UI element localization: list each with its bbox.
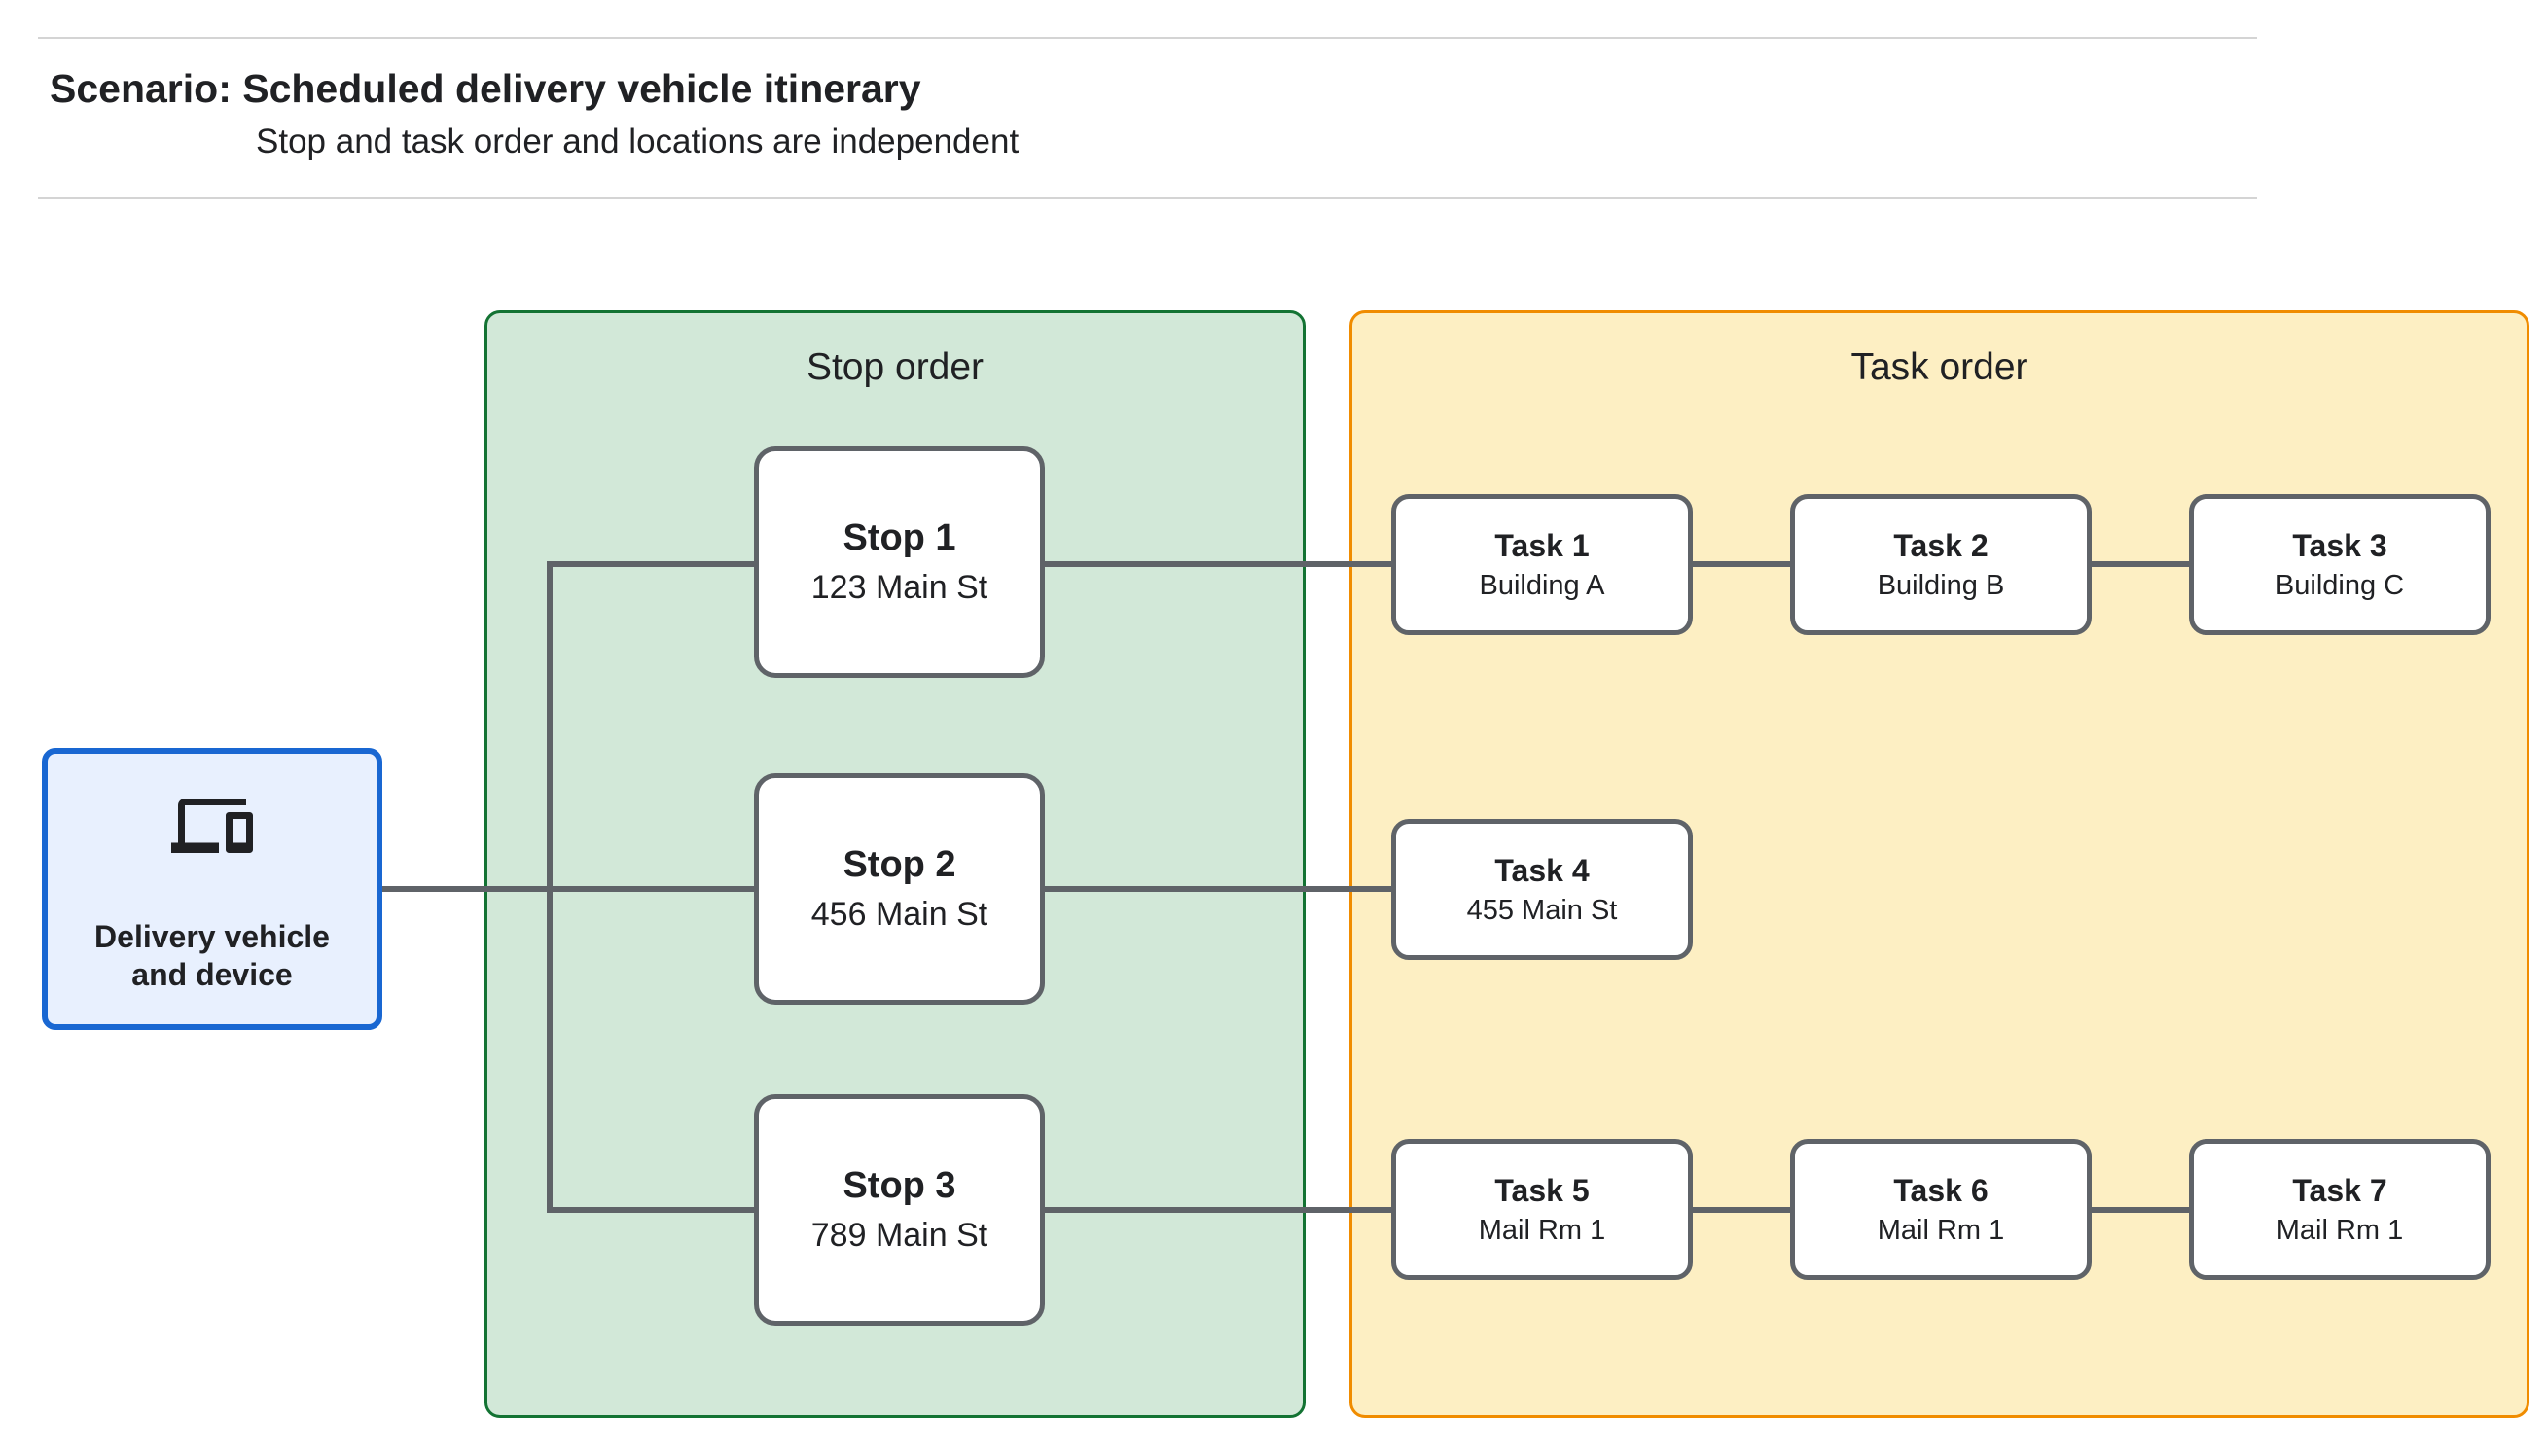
stop-order-group-title: Stop order (806, 346, 985, 388)
page-subtitle: Stop and task order and locations are in… (256, 123, 1020, 160)
header-divider (38, 197, 2257, 199)
task-1-node: Task 1 Building A (1391, 494, 1693, 635)
task-1-title: Task 1 (1494, 527, 1590, 563)
connector-stop1-to-task1 (1043, 561, 1391, 567)
task-5-title: Task 5 (1494, 1172, 1590, 1208)
task-5-node: Task 5 Mail Rm 1 (1391, 1139, 1693, 1280)
delivery-vehicle-node: Delivery vehicle and device (42, 748, 382, 1030)
connector-task1-to-task2 (1691, 561, 1792, 567)
delivery-vehicle-label-line2: and device (131, 956, 293, 992)
connector-stop3-to-task5 (1043, 1207, 1391, 1213)
top-divider (38, 37, 2257, 39)
task-7-node: Task 7 Mail Rm 1 (2189, 1139, 2491, 1280)
connector-task2-to-task3 (2090, 561, 2191, 567)
devices-icon (171, 799, 253, 853)
connector-delivery-to-trunk (373, 886, 758, 892)
page-title: Scenario: Scheduled delivery vehicle iti… (50, 66, 921, 111)
delivery-vehicle-label-line1: Delivery vehicle (94, 919, 330, 955)
task-2-title: Task 2 (1893, 527, 1989, 563)
task-6-title: Task 6 (1893, 1172, 1989, 1208)
task-4-title: Task 4 (1494, 852, 1590, 888)
task-6-location: Mail Rm 1 (1877, 1214, 2005, 1246)
connector-trunk-vertical (547, 561, 553, 1213)
connector-trunk-to-stop1 (547, 561, 758, 567)
task-3-location: Building C (2275, 569, 2405, 601)
task-order-group-title: Task order (1850, 346, 2028, 388)
task-3-title: Task 3 (2292, 527, 2387, 563)
stop-1-node: Stop 1 123 Main St (754, 446, 1045, 678)
stop-3-node: Stop 3 789 Main St (754, 1094, 1045, 1326)
task-2-node: Task 2 Building B (1790, 494, 2092, 635)
task-2-location: Building B (1877, 569, 2005, 601)
stop-2-address: 456 Main St (810, 896, 988, 933)
connector-stop2-to-task4 (1043, 886, 1391, 892)
task-7-location: Mail Rm 1 (2276, 1214, 2404, 1246)
task-7-title: Task 7 (2292, 1172, 2387, 1208)
connector-trunk-to-stop3 (547, 1207, 758, 1213)
task-4-node: Task 4 455 Main St (1391, 819, 1693, 960)
task-3-node: Task 3 Building C (2189, 494, 2491, 635)
connector-task5-to-task6 (1691, 1207, 1792, 1213)
task-4-location: 455 Main St (1466, 894, 1618, 926)
stop-2-node: Stop 2 456 Main St (754, 773, 1045, 1005)
delivery-vehicle-label: Delivery vehicle and device (94, 918, 330, 993)
task-6-node: Task 6 Mail Rm 1 (1790, 1139, 2092, 1280)
task-5-location: Mail Rm 1 (1478, 1214, 1606, 1246)
stop-3-address: 789 Main St (810, 1217, 988, 1254)
stop-2-title: Stop 2 (843, 844, 956, 885)
stop-3-title: Stop 3 (843, 1165, 956, 1206)
connector-task6-to-task7 (2090, 1207, 2191, 1213)
stop-1-title: Stop 1 (843, 517, 956, 558)
task-1-location: Building A (1479, 569, 1605, 601)
stop-1-address: 123 Main St (810, 569, 988, 606)
